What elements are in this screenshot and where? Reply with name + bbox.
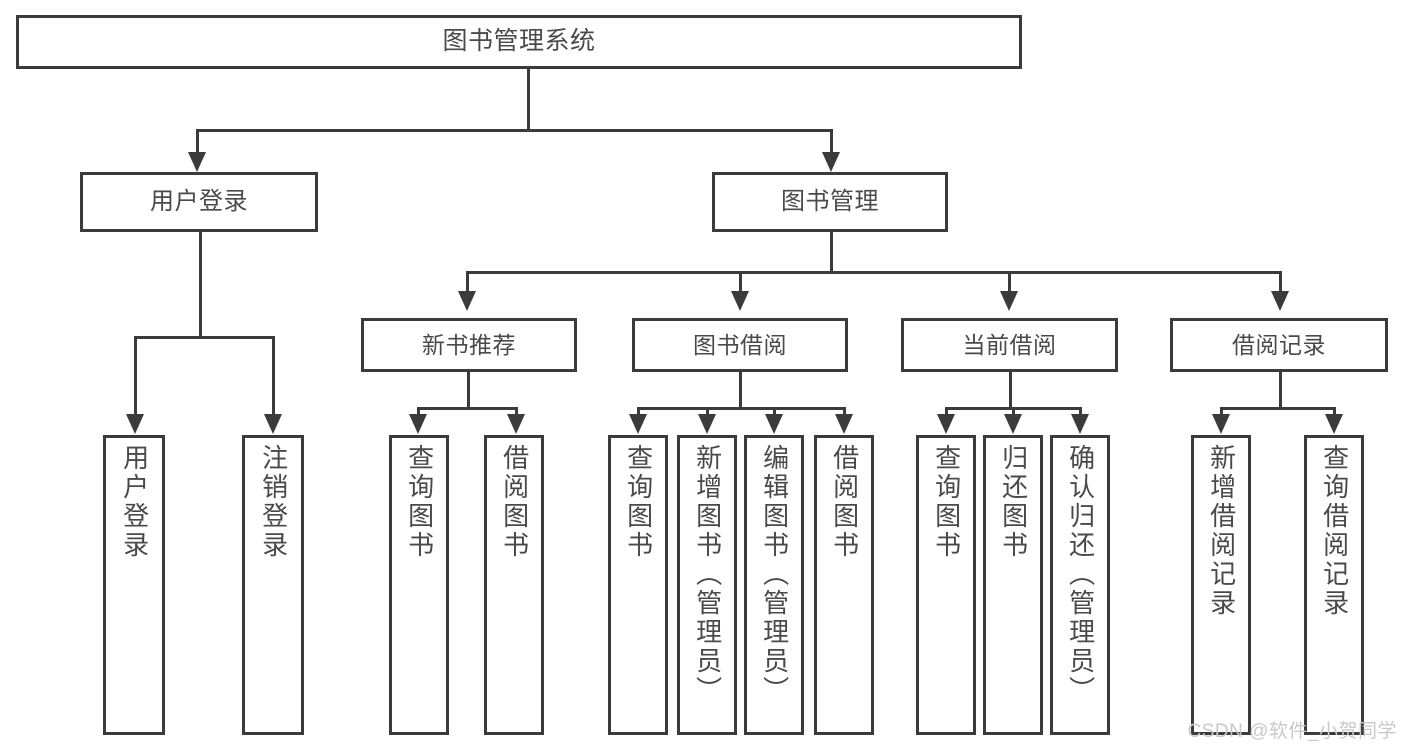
connector-drop-leaf-user-login xyxy=(134,336,137,416)
arrowhead-leaf-logout xyxy=(264,414,282,434)
arrowhead-bb-query xyxy=(629,414,647,434)
node-label: 编辑图书（管理员） xyxy=(759,444,790,705)
node-label: 确认归还（管理员） xyxy=(1065,444,1096,705)
connector-drop-leaf-logout xyxy=(272,336,275,416)
node-book-management[interactable]: 图书管理 xyxy=(712,172,948,232)
node-label: 借阅图书 xyxy=(829,444,860,560)
connector-drop-book-borrow xyxy=(739,271,742,293)
connector-drop-cb-confirm xyxy=(1079,407,1082,416)
node-borrow-record[interactable]: 借阅记录 xyxy=(1170,318,1388,372)
node-root-system[interactable]: 图书管理系统 xyxy=(16,15,1022,69)
connector-drop-bb-add xyxy=(706,407,709,416)
node-label: 查询图书 xyxy=(931,444,962,560)
connector-user-login-bus xyxy=(134,336,273,339)
connector-drop-br-add xyxy=(1220,407,1223,416)
connector-book-mgmt-bus xyxy=(466,271,1279,274)
node-label: 注销登录 xyxy=(258,444,289,560)
leaf-query-book-current[interactable]: 查询图书 xyxy=(916,435,976,735)
connector-drop-book-mgmt xyxy=(830,129,833,154)
node-label: 归还图书 xyxy=(998,444,1029,560)
connector-drop-user-login xyxy=(196,129,199,154)
node-book-borrow[interactable]: 图书借阅 xyxy=(632,318,848,372)
arrowhead-nb-query xyxy=(409,414,427,434)
connector-root-stem xyxy=(527,69,530,129)
arrowhead-cb-confirm xyxy=(1071,414,1089,434)
connector-user-login-stem xyxy=(199,232,202,336)
connector-drop-bb-edit xyxy=(773,407,776,416)
leaf-confirm-return-admin[interactable]: 确认归还（管理员） xyxy=(1050,435,1110,735)
leaf-borrow-book-new[interactable]: 借阅图书 xyxy=(484,435,544,735)
connector-drop-current-borrow xyxy=(1008,271,1011,293)
arrowhead-book-borrow xyxy=(731,291,749,311)
connector-drop-new-book xyxy=(466,271,469,293)
connector-drop-cb-query xyxy=(945,407,948,416)
leaf-user-login[interactable]: 用户登录 xyxy=(103,435,165,735)
connector-drop-bb-query xyxy=(637,407,640,416)
leaf-add-borrow-record[interactable]: 新增借阅记录 xyxy=(1191,435,1251,735)
node-current-borrow[interactable]: 当前借阅 xyxy=(901,318,1118,372)
connector-book-mgmt-stem xyxy=(830,232,833,271)
connector-book-borrow-bus xyxy=(637,407,845,410)
connector-drop-borrow-record xyxy=(1279,271,1282,293)
connector-drop-nb-query xyxy=(417,407,420,416)
arrowhead-bb-edit xyxy=(765,414,783,434)
connector-borrow-record-stem xyxy=(1279,372,1282,407)
connector-borrow-record-bus xyxy=(1220,407,1335,410)
leaf-edit-book-admin[interactable]: 编辑图书（管理员） xyxy=(744,435,804,735)
arrowhead-current-borrow xyxy=(1000,291,1018,311)
leaf-logout[interactable]: 注销登录 xyxy=(242,435,304,735)
leaf-query-book-new[interactable]: 查询图书 xyxy=(389,435,449,735)
node-label: 新增图书（管理员） xyxy=(692,444,723,705)
connector-new-book-bus xyxy=(417,407,517,410)
node-label: 新书推荐 xyxy=(422,331,516,358)
arrowhead-nb-borrow xyxy=(507,414,525,434)
connector-drop-br-query xyxy=(1333,407,1336,416)
connector-current-borrow-stem xyxy=(1009,372,1012,407)
connector-drop-cb-return xyxy=(1012,407,1015,416)
node-label: 当前借阅 xyxy=(962,331,1057,358)
node-label: 查询借阅记录 xyxy=(1319,444,1350,618)
leaf-query-book-borrow[interactable]: 查询图书 xyxy=(608,435,668,735)
leaf-add-book-admin[interactable]: 新增图书（管理员） xyxy=(677,435,737,735)
node-label: 查询图书 xyxy=(623,444,654,560)
arrowhead-cb-query xyxy=(937,414,955,434)
node-user-login[interactable]: 用户登录 xyxy=(80,172,318,232)
connector-book-borrow-stem xyxy=(739,372,742,407)
arrowhead-new-book xyxy=(458,291,476,311)
arrowhead-cb-return xyxy=(1004,414,1022,434)
connector-drop-bb-borrow xyxy=(843,407,846,416)
arrowhead-leaf-user-login xyxy=(126,414,144,434)
node-label: 图书借阅 xyxy=(693,331,787,358)
node-label: 图书管理系统 xyxy=(442,27,596,56)
arrowhead-br-add xyxy=(1212,414,1230,434)
node-label: 用户登录 xyxy=(119,444,150,560)
arrowhead-br-query xyxy=(1325,414,1343,434)
node-label: 查询图书 xyxy=(404,444,435,560)
node-label: 用户登录 xyxy=(150,188,248,215)
connector-root-bus xyxy=(196,129,830,132)
arrowhead-borrow-record xyxy=(1271,291,1289,311)
arrowhead-user-login xyxy=(188,152,206,172)
leaf-borrow-book[interactable]: 借阅图书 xyxy=(814,435,874,735)
node-label: 借阅图书 xyxy=(499,444,530,560)
arrowhead-bb-borrow xyxy=(835,414,853,434)
leaf-query-borrow-record[interactable]: 查询借阅记录 xyxy=(1304,435,1364,735)
arrowhead-bb-add xyxy=(698,414,716,434)
node-label: 新增借阅记录 xyxy=(1206,444,1237,618)
leaf-return-book[interactable]: 归还图书 xyxy=(983,435,1043,735)
node-label: 借阅记录 xyxy=(1232,331,1326,358)
node-new-book-recommend[interactable]: 新书推荐 xyxy=(361,318,577,372)
connector-new-book-stem xyxy=(467,372,470,407)
node-label: 图书管理 xyxy=(781,188,879,215)
arrowhead-book-mgmt xyxy=(822,152,840,172)
connector-drop-nb-borrow xyxy=(515,407,518,416)
